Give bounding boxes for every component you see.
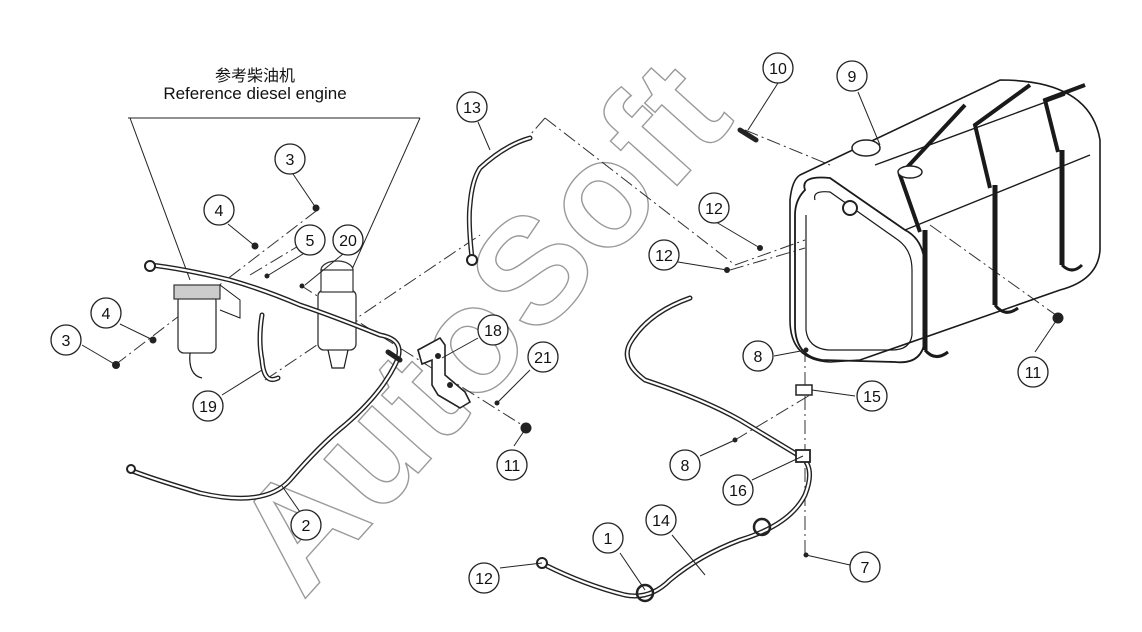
svg-text:8: 8 xyxy=(681,458,690,475)
svg-text:12: 12 xyxy=(475,571,493,588)
callout-12: 12 xyxy=(648,239,680,271)
svg-text:13: 13 xyxy=(463,100,481,117)
callout-11: 11 xyxy=(1017,356,1049,388)
svg-text:2: 2 xyxy=(302,518,311,535)
primary-filter xyxy=(173,284,241,379)
svg-text:19: 19 xyxy=(199,399,217,416)
svg-text:18: 18 xyxy=(484,323,502,340)
svg-text:3: 3 xyxy=(62,333,71,350)
callout-19: 19 xyxy=(192,390,224,422)
callout-3: 3 xyxy=(50,324,82,356)
callout-7: 7 xyxy=(849,551,881,583)
callout-15: 15 xyxy=(856,380,888,412)
svg-text:8: 8 xyxy=(754,349,763,366)
svg-text:4: 4 xyxy=(215,203,224,220)
callout-20: 20 xyxy=(332,224,364,256)
callout-12: 12 xyxy=(468,562,500,594)
svg-text:9: 9 xyxy=(848,69,857,86)
callout-21: 21 xyxy=(527,341,559,373)
callout-1: 1 xyxy=(592,522,624,554)
reference-engine-label-en: Reference diesel engine xyxy=(163,84,347,103)
svg-text:3: 3 xyxy=(286,152,295,169)
callout-4: 4 xyxy=(90,297,122,329)
callout-14: 14 xyxy=(645,504,677,536)
fuel-tank xyxy=(789,79,1101,364)
callout-2: 2 xyxy=(290,509,322,541)
callout-11: 11 xyxy=(496,449,528,481)
callout-3: 3 xyxy=(274,143,306,175)
callout-13: 13 xyxy=(456,91,488,123)
callout-5: 5 xyxy=(294,224,326,256)
svg-text:12: 12 xyxy=(655,248,673,265)
hose-14 xyxy=(536,295,812,603)
svg-text:12: 12 xyxy=(705,201,723,218)
hose-19 xyxy=(257,312,281,382)
callout-8: 8 xyxy=(742,340,774,372)
callout-8: 8 xyxy=(669,449,701,481)
callout-18: 18 xyxy=(477,314,509,346)
svg-text:20: 20 xyxy=(339,233,357,250)
svg-text:15: 15 xyxy=(863,389,881,406)
svg-text:10: 10 xyxy=(769,61,787,78)
callout-leaders xyxy=(81,82,1059,591)
svg-text:21: 21 xyxy=(534,350,552,367)
hose-2 xyxy=(126,260,402,501)
callout-16: 16 xyxy=(722,474,754,506)
callout-9: 9 xyxy=(836,60,868,92)
callout-12: 12 xyxy=(698,192,730,224)
svg-text:1: 1 xyxy=(604,531,613,548)
svg-text:4: 4 xyxy=(102,306,111,323)
mounting-bracket xyxy=(417,336,472,409)
svg-text:11: 11 xyxy=(1025,365,1042,382)
callout-10: 10 xyxy=(762,52,794,84)
reference-pointer-lines xyxy=(128,117,421,286)
svg-text:11: 11 xyxy=(504,458,521,475)
svg-text:7: 7 xyxy=(861,560,870,577)
callout-4: 4 xyxy=(203,194,235,226)
svg-text:16: 16 xyxy=(729,483,747,500)
reference-engine-label-cn: 参考柴油机 xyxy=(214,66,295,85)
svg-text:14: 14 xyxy=(652,513,670,530)
svg-text:5: 5 xyxy=(306,233,315,250)
hose-13 xyxy=(466,135,533,266)
